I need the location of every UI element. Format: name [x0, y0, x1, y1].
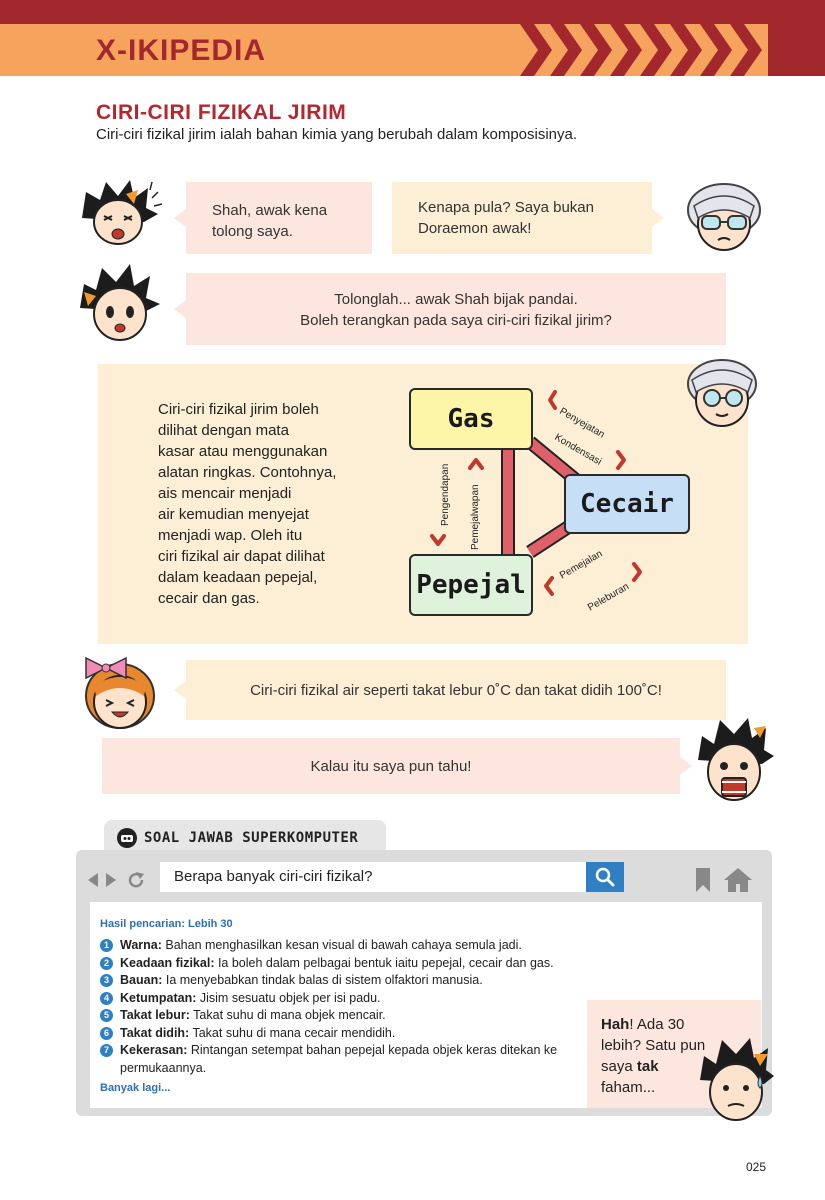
more-results-link[interactable]: Banyak lagi... — [100, 1082, 171, 1094]
result-number: 4 — [100, 991, 113, 1005]
section-title: CIRI-CIRI FIZIKAL JIRIM — [96, 101, 347, 124]
result-term: Keadaan fizikal: — [120, 955, 215, 970]
result-desc: Takat suhu di mana objek mencair. — [189, 1008, 386, 1022]
result-item: 1 Warna: Bahan menghasilkan kesan visual … — [100, 937, 590, 955]
result-item: 2 Keadaan fizikal: Ia boleh dalam pelbaga… — [100, 955, 590, 973]
result-desc: Jisim sesuatu objek per isi padu. — [196, 990, 381, 1005]
forward-arrow-icon[interactable] — [106, 873, 116, 887]
side-note-tak: tak — [636, 1058, 659, 1075]
result-term: Kekerasan: — [120, 1043, 188, 1057]
label-pengendapan: Pengendapan — [440, 463, 451, 526]
spiky-boy-shouting-avatar — [698, 718, 774, 801]
chevron-stripes — [520, 24, 825, 76]
bubble-1-text: Shah, awak kena tolong saya. — [212, 202, 328, 240]
result-item: 3 Bauan: Ia menyebabkan tindak balas di s… — [100, 972, 590, 990]
page-number: 025 — [746, 1160, 767, 1174]
result-desc: Takat suhu di mana cecair mendidih. — [189, 1025, 396, 1040]
side-note-end: faham... — [601, 1079, 656, 1096]
header-top-bar — [0, 0, 825, 24]
state-liquid-box: Cecair — [564, 474, 690, 534]
result-number: 6 — [100, 1026, 113, 1040]
phase-connectors — [430, 390, 642, 596]
speech-bubble-3: Tolonglah... awak Shah bijak pandai. Bol… — [174, 273, 726, 345]
result-item: 7 Kekerasan: Rintangan setempat bahan pep… — [100, 1042, 590, 1077]
state-liquid-label: Cecair — [580, 489, 674, 519]
result-term: Bauan: — [120, 973, 163, 987]
result-term: Warna: — [120, 938, 162, 952]
speech-bubble-5: Kalau itu saya pun tahu! — [102, 738, 692, 794]
result-number: 3 — [100, 974, 113, 987]
bookmark-icon[interactable] — [696, 868, 710, 892]
page-header: X-IKIPEDIA — [0, 24, 825, 76]
browser-right-icons — [696, 868, 752, 892]
side-note-hah: Hah — [601, 1016, 630, 1033]
browser-nav-icons — [88, 872, 144, 888]
results-list: 1 Warna: Bahan menghasilkan kesan visual … — [100, 937, 590, 1077]
section-intro: Ciri-ciri fizikal jirim ialah bahan kimi… — [96, 126, 578, 143]
bubble-3-text: Tolonglah... awak Shah bijak pandai. Bol… — [300, 291, 612, 329]
result-term: Takat didih: — [120, 1025, 190, 1040]
result-term: Takat lebur: — [120, 1008, 190, 1022]
speech-bubble-4: Ciri-ciri fizikal air seperti takat lebu… — [174, 660, 726, 720]
state-gas-box: Gas — [409, 388, 533, 450]
home-icon[interactable] — [724, 868, 752, 892]
result-desc: Ia boleh dalam pelbagai bentuk iaitu pep… — [214, 955, 554, 970]
girl-with-bow-avatar — [85, 656, 155, 729]
result-number: 7 — [100, 1044, 113, 1057]
white-hair-boy-glasses-avatar — [687, 183, 761, 251]
search-input[interactable]: Berapa banyak ciri-ciri fizikal? — [160, 862, 586, 892]
result-number: 1 — [100, 939, 113, 952]
search-button[interactable] — [586, 862, 624, 892]
result-term: Ketumpatan: — [120, 990, 197, 1005]
result-desc: Bahan menghasilkan kesan visual di bawah… — [161, 938, 522, 952]
state-gas-label: Gas — [447, 404, 495, 434]
bubble-5-text: Kalau itu saya pun tahu! — [310, 758, 472, 775]
state-solid-box: Pepejal — [409, 554, 533, 616]
robot-head-icon — [117, 828, 137, 848]
result-number: 2 — [100, 956, 113, 970]
speech-bubble-1: Shah, awak kena tolong saya. — [174, 182, 372, 254]
side-note-text: Hah! Ada 30 lebih? Satu pun saya tak fah… — [601, 1014, 711, 1098]
results-heading: Hasil pencarian: Lebih 30 — [100, 918, 233, 930]
result-item: 5 Takat lebur: Takat suhu di mana objek m… — [100, 1007, 590, 1025]
speech-bubble-2: Kenapa pula? Saya bukan Doraemon awak! — [392, 182, 664, 254]
spiky-boy-worried-avatar — [82, 180, 163, 245]
result-desc: Ia menyebabkan tindak balas di sistem ol… — [162, 973, 483, 987]
label-pemejalwapan: Pemejalwapan — [470, 484, 481, 550]
result-item: 6 Takat didih: Takat suhu di mana cecair … — [100, 1025, 590, 1043]
white-hair-boy-glasses-avatar-2 — [687, 359, 757, 427]
spiky-boy-excited-avatar — [80, 264, 160, 341]
result-item: 4 Ketumpatan: Jisim sesuatu objek per isi… — [100, 990, 590, 1008]
phase-diagram-panel: Ciri-ciri fizikal jirim boleh dilihat de… — [98, 364, 748, 644]
bubble-2-text: Kenapa pula? Saya bukan Doraemon awak! — [418, 199, 594, 237]
result-desc: Rintangan setempat bahan pepejal kepada … — [120, 1043, 558, 1075]
spiky-boy-sweating-avatar — [700, 1038, 774, 1121]
state-solid-label: Pepejal — [416, 570, 526, 600]
diagram-explanation: Ciri-ciri fizikal jirim boleh dilihat de… — [158, 401, 337, 607]
header-title: X-IKIPEDIA — [96, 34, 267, 67]
result-number: 5 — [100, 1009, 113, 1022]
search-icon — [595, 867, 615, 887]
side-note-part: ! Ada 30 lebih? Satu pun saya — [601, 1016, 706, 1075]
bubble-4-text: Ciri-ciri fizikal air seperti takat lebu… — [250, 682, 662, 699]
superkomputer-tab-title: SOAL JAWAB SUPERKOMPUTER — [144, 830, 359, 846]
refresh-icon[interactable] — [128, 872, 144, 888]
back-arrow-icon[interactable] — [88, 873, 98, 887]
